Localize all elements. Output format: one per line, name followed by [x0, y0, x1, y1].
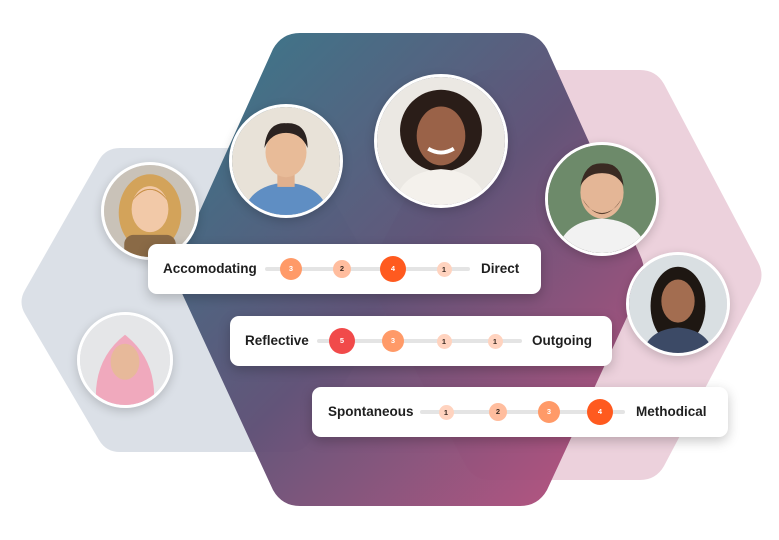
scale-card-accomodating-direct: Accomodating 3 2 4 1 Direct	[148, 244, 541, 294]
scale-right-label: Methodical	[636, 404, 707, 419]
scale-left-label: Spontaneous	[328, 404, 414, 419]
scale-right-label: Direct	[481, 261, 520, 276]
scale-track	[317, 339, 522, 343]
scale-dot[interactable]: 1	[436, 261, 452, 277]
scale-dot[interactable]: 4	[380, 256, 406, 282]
scale-dot[interactable]: 3	[382, 330, 404, 352]
scale-right-label: Outgoing	[532, 333, 592, 348]
person-photo-icon	[80, 315, 170, 405]
person-photo-icon	[629, 255, 727, 353]
avatar-man-blue-shirt	[229, 104, 343, 218]
scale-dot[interactable]: 1	[436, 333, 452, 349]
scale-dot[interactable]: 1	[438, 404, 454, 420]
scale-dot[interactable]: 2	[333, 260, 351, 278]
avatar-woman-pink-hijab	[77, 312, 173, 408]
scale-dot[interactable]: 3	[280, 258, 302, 280]
avatar-woman-curly-headphones	[374, 74, 508, 208]
scale-dot[interactable]: 5	[329, 328, 355, 354]
avatar-man-beard-white-shirt	[545, 142, 659, 256]
person-photo-icon	[377, 77, 505, 205]
scale-dot[interactable]: 2	[489, 403, 507, 421]
scale-track	[420, 410, 625, 414]
person-photo-icon	[232, 107, 340, 215]
scale-dot[interactable]: 3	[538, 401, 560, 423]
scale-dot[interactable]: 4	[587, 399, 613, 425]
avatar-woman-dark-hair	[626, 252, 730, 356]
scale-left-label: Accomodating	[163, 261, 257, 276]
scale-left-label: Reflective	[245, 333, 309, 348]
scale-card-spontaneous-methodical: Spontaneous 1 2 3 4 Methodical	[312, 387, 728, 437]
scale-card-reflective-outgoing: Reflective 5 3 1 1 Outgoing	[230, 316, 612, 366]
scale-track	[265, 267, 470, 271]
person-photo-icon	[548, 145, 656, 253]
scale-dot[interactable]: 1	[487, 333, 503, 349]
